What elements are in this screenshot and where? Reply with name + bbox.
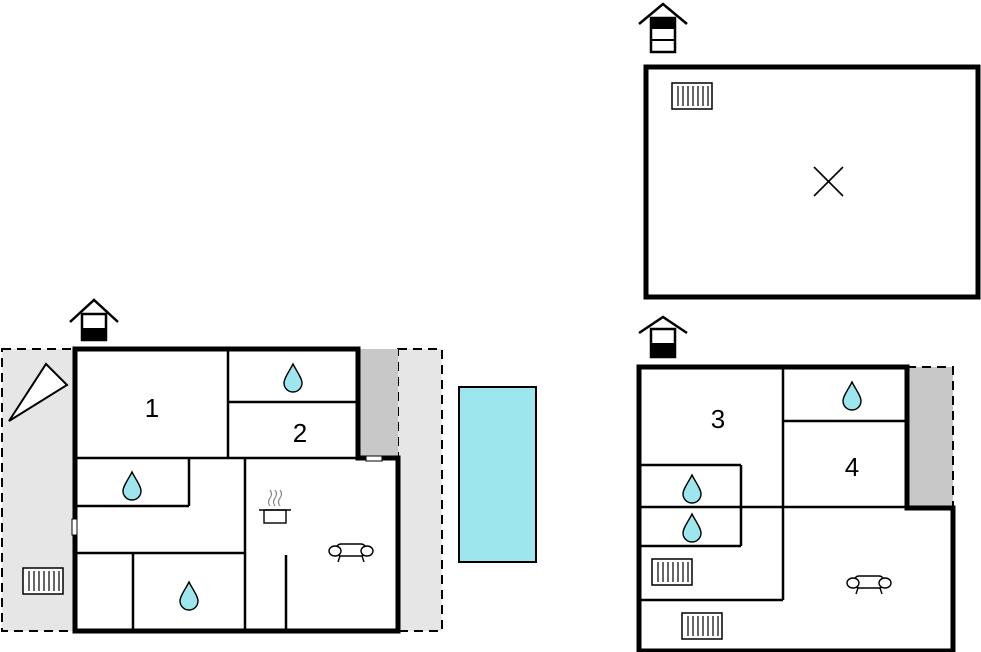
balcony [907, 367, 953, 508]
room-number: 2 [293, 418, 307, 448]
deck-chair-icon [8, 362, 69, 422]
terrace-right [397, 348, 443, 632]
radiator-icon [681, 612, 723, 640]
interior-walls [639, 367, 907, 602]
room-number: 3 [711, 404, 725, 434]
upper-floor-plan [643, 64, 981, 300]
water-drop-icon [122, 471, 142, 501]
water-drop-icon [682, 474, 702, 504]
floor-level-icon [638, 315, 688, 359]
outer-wall [636, 364, 956, 652]
pool [458, 386, 537, 563]
water-drop-icon [283, 363, 303, 393]
middle-floor-plan: 3 4 [636, 364, 956, 652]
floor-level-icon [638, 2, 688, 54]
void-cross-icon [813, 166, 844, 197]
radiator-icon [671, 82, 713, 110]
cooking-pot-icon [259, 489, 291, 524]
room-number: 1 [145, 393, 159, 423]
balcony [360, 349, 398, 458]
radiator-icon [651, 558, 693, 586]
interior-walls [75, 349, 358, 631]
sofa-icon [328, 543, 374, 563]
outer-wall [72, 346, 401, 634]
ground-floor-plan: 1 2 [1, 346, 537, 634]
water-drop-icon [179, 581, 199, 611]
sofa-icon [846, 575, 892, 595]
outer-wall [643, 64, 981, 300]
radiator-icon [22, 567, 64, 595]
water-drop-icon [682, 513, 702, 543]
water-drop-icon [842, 381, 862, 411]
room-number: 4 [845, 452, 859, 482]
floor-level-icon [69, 298, 119, 342]
